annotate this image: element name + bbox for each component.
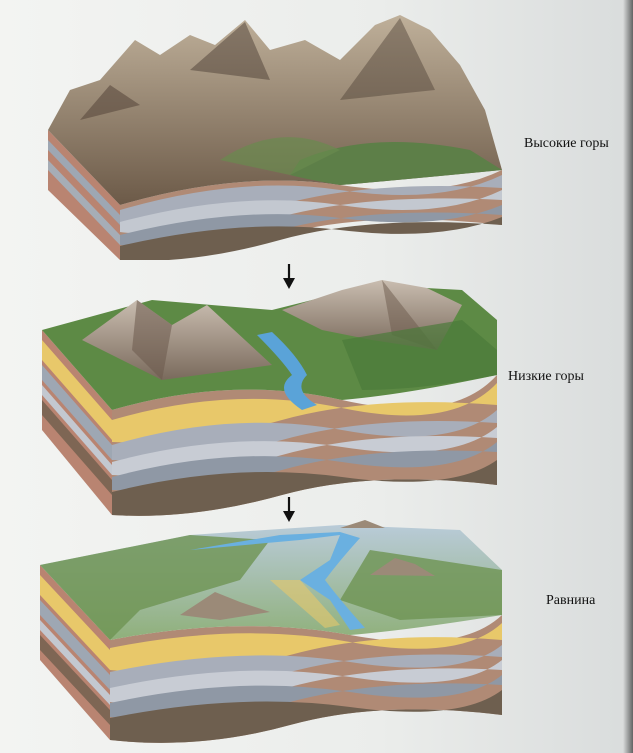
stage-label-plain: Равнина	[546, 593, 595, 609]
stage-label-high-mountains: Высокие горы	[524, 136, 609, 152]
low-mountains-illustration	[42, 280, 502, 520]
plain-illustration	[40, 520, 510, 745]
page-edge-shadow	[623, 0, 633, 753]
high-mountains-illustration	[40, 10, 520, 260]
stage-label-low-mountains: Низкие горы	[508, 369, 584, 385]
